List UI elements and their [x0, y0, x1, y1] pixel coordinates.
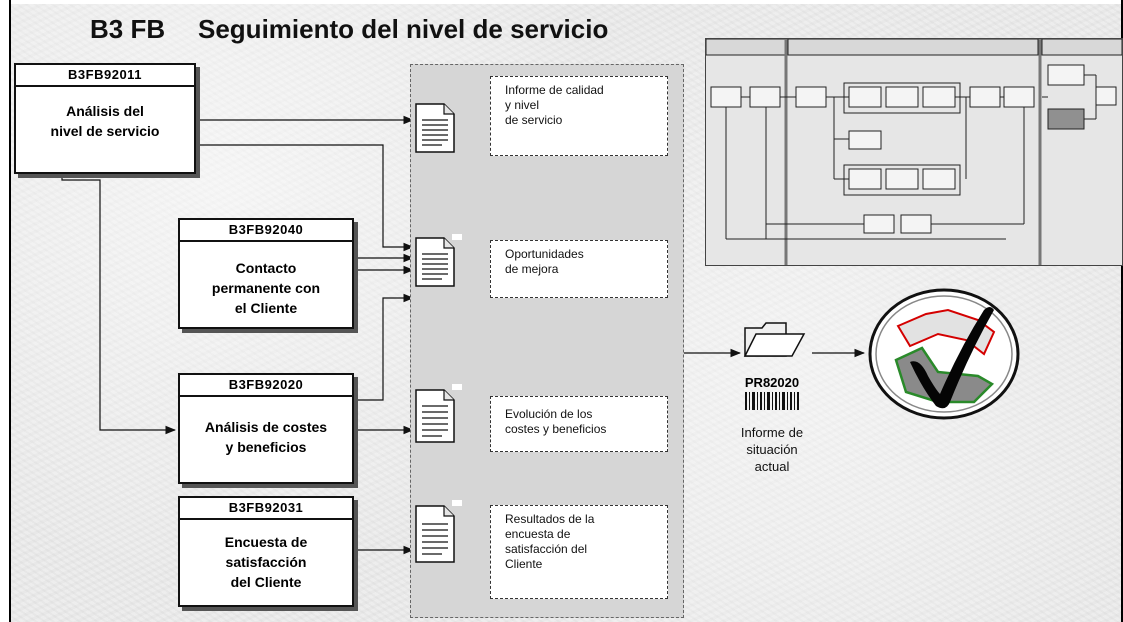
folder-icon: [743, 322, 806, 357]
output-label-2: Oportunidades de mejora: [490, 240, 668, 298]
final-output-code: PR82020: [744, 375, 800, 390]
frame-top: [0, 0, 1123, 4]
output-label-1: Informe de calidad y nivel de servicio: [490, 76, 668, 156]
arrow-b1-b3: [61, 172, 177, 435]
process-label: Análisis del nivel de servicio: [50, 103, 160, 139]
document-icon: [415, 234, 462, 287]
frame-right: [1121, 0, 1123, 622]
process-code: B3FB92040: [180, 220, 352, 242]
frame-left: [0, 0, 11, 622]
process-code: B3FB92020: [180, 375, 352, 397]
process-box-1: B3FB92011 Análisis del nivel de servicio: [14, 63, 196, 174]
arrow-b3-doc2: [352, 293, 415, 401]
process-label: Encuesta de satisfacción del Cliente: [224, 534, 308, 590]
document-icon: [415, 384, 462, 443]
process-code: B3FB92031: [180, 498, 352, 520]
checkmark-icon: [868, 288, 1020, 420]
process-box-2: B3FB92040 Contacto permanente con el Cli…: [178, 218, 354, 329]
process-box-3: B3FB92020 Análisis de costes y beneficio…: [178, 373, 354, 484]
title-code: B3 FB: [90, 14, 166, 44]
process-label: Contacto permanente con el Cliente: [211, 260, 321, 316]
output-label-4: Resultados de la encuesta de satisfacció…: [490, 505, 668, 599]
arrow-b1-doc2: [194, 144, 415, 252]
final-output-label: Informe de situación actual: [740, 425, 804, 474]
page-title: Seguimiento del nivel de servicio: [198, 14, 609, 44]
output-label-3: Evolución de los costes y beneficios: [490, 396, 668, 452]
process-code: B3FB92011: [16, 65, 194, 87]
process-label: Análisis de costes y beneficios: [204, 419, 328, 455]
barcode-icon: [745, 392, 799, 410]
process-box-4: B3FB92031 Encuesta de satisfacción del C…: [178, 496, 354, 607]
document-icon: [415, 103, 455, 153]
process-map-graphic: [705, 38, 1123, 265]
process-map-thumbnail: [705, 38, 1123, 266]
document-icon: [415, 500, 462, 563]
